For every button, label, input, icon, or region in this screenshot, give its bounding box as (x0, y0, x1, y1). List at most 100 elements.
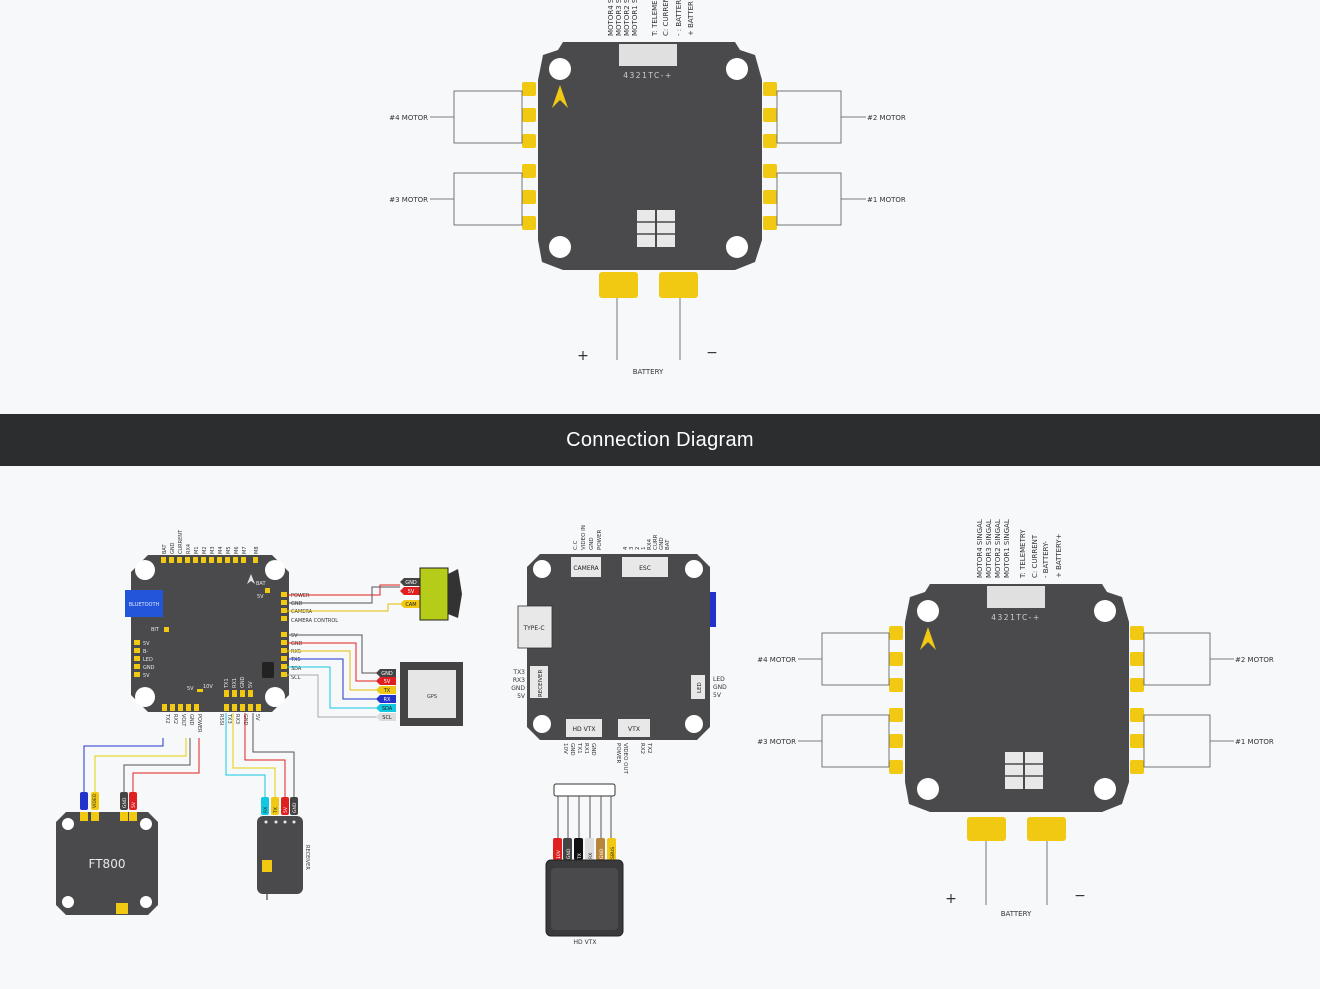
hd-esc-label: ESC (639, 565, 651, 572)
cam-tag: CAM (405, 602, 416, 608)
fc-right-pin: SCL (291, 675, 301, 681)
receiver-label: RECEIVER (304, 845, 310, 870)
motor-wire-bracket (453, 90, 523, 144)
fc-top-pin: M8 (254, 547, 260, 555)
mount-hole (135, 560, 155, 580)
fc-bottom-pin: 5V (254, 714, 260, 721)
flight-controller: BAT GND CURRENT RX4 M1 M2 M3 M4 M5 M6 M7… (56, 529, 463, 915)
esc-top-pin-label: MOTOR4 S (607, 0, 615, 36)
bluetooth-module (125, 590, 163, 617)
esc-bottom-board (905, 584, 1129, 812)
esc-bottom-connector (987, 586, 1045, 608)
section-banner: Connection Diagram (0, 414, 1320, 466)
hd-led-pin: GND (713, 684, 727, 691)
motor-pad (522, 134, 536, 148)
motor-pad (763, 216, 777, 230)
hd-top-pin: VIDEO IN (581, 525, 587, 550)
esc-top-pin-label: MOTOR2 S (623, 0, 631, 36)
fc-right-pin: GND (291, 641, 303, 647)
esc-top: MOTOR4 S MOTOR3 S MOTOR2 S MOTOR1 S T: T… (389, 0, 906, 376)
fc-top-pin: M5 (226, 547, 232, 555)
fc-bottom-pin: RX2 (172, 714, 178, 724)
hd-plug-pin: TX (577, 853, 583, 860)
motor-pad (763, 108, 777, 122)
fc-right-pin: RX5 (291, 649, 301, 655)
gps-label: GPS (427, 694, 437, 700)
fc-bottom-pin: POWER (196, 714, 202, 733)
battery-pad-minus (1027, 817, 1066, 841)
rx-pin: RX (263, 807, 269, 813)
hd-led-pin: 5V (713, 692, 722, 699)
hd-top-pin: 4 (623, 546, 629, 550)
hd-bottom-pin: RX1 (583, 743, 589, 754)
motor-wire-bracket (453, 172, 523, 226)
fc-board (131, 555, 289, 712)
battery-plus-sign: + (577, 348, 589, 364)
esc-top-pin-label: + BATTER (687, 1, 695, 36)
fc-top-pin: M1 (194, 547, 200, 555)
hd-bottom-pin: 10V (562, 743, 568, 754)
fc-uart-pin: 5V (248, 681, 254, 688)
fc-bottom-pin: TX3 (226, 713, 232, 724)
hd-plug-pin: RX (588, 853, 594, 859)
hd-bottom-pin: POWER (615, 743, 621, 764)
fc-left-pin: LED (143, 657, 153, 663)
hd-led-port (691, 675, 705, 699)
mount-hole (549, 236, 571, 258)
esc-bottom-pin-label: T: TELEMETRY (1019, 529, 1027, 579)
direction-arrow-icon (920, 627, 936, 650)
fc-right-pin: CAMERA CONTROL (291, 618, 338, 624)
ft800-board (56, 812, 158, 915)
hd-pcb (527, 554, 710, 740)
hd-esc-port (622, 557, 668, 577)
battery-plus-sign: + (945, 891, 957, 907)
motor4-label: #4 MOTOR (757, 656, 796, 664)
hd-vtx-module-label: HD VTX (574, 939, 597, 946)
fc-bit-label: BIT (151, 627, 160, 633)
esc-bottom: MOTOR4 SINGAL MOTOR3 SINGAL MOTOR2 SINGA… (757, 519, 1274, 918)
hd-top-pin: C.C (573, 540, 579, 550)
fc-top-pin: M2 (202, 547, 208, 555)
motor1-label: #1 MOTOR (867, 196, 906, 204)
battery-label: BATTERY (1001, 910, 1032, 918)
hd-bottom-pin: TX2 (646, 742, 652, 754)
mount-hole (726, 58, 748, 80)
fc-top-pin: GND (170, 542, 176, 554)
fc-top-pin: M4 (218, 547, 224, 555)
hd-led-pin: LED (713, 676, 725, 683)
hd-led-port-label: LED (697, 682, 703, 693)
gps-tag: SCL (382, 715, 392, 721)
fc-uart-pin: RX1 (232, 678, 238, 688)
hd-vtx-port-label: HD VTX (573, 726, 596, 733)
fc-right-pin: TX5 (290, 657, 301, 663)
fc-left-pin: 5V (143, 673, 150, 679)
gps-antenna (408, 670, 456, 718)
gps-tag: GND (381, 671, 393, 677)
fc-right-pin: GND (291, 601, 303, 607)
hd-camera-port (571, 557, 601, 577)
fc-arrow-icon (247, 574, 255, 584)
hd-bottom-pin: TX1 (576, 742, 582, 754)
fc-top-pin: RX4 (186, 544, 192, 554)
esc-top-pin-label: C: CURREN (662, 0, 670, 36)
vtx-port (618, 719, 650, 737)
vtx-port-label: VTX (628, 726, 640, 733)
hd-plug (553, 783, 616, 797)
fc-uart-pin: TX1 (224, 678, 230, 689)
fc-5v-label: 5V (257, 594, 264, 600)
motor-pad (522, 164, 536, 178)
hd-rx-pin: 5V (517, 693, 526, 700)
fc-10v-pad-label: 10V (203, 684, 213, 690)
motor2-label: #2 MOTOR (1235, 656, 1274, 664)
hd-top-pin: RX4 (647, 538, 653, 550)
hd-side-connector (710, 592, 716, 627)
fc-right-pin: CAMERA (291, 609, 313, 615)
motor-pad (763, 82, 777, 96)
fc-top-pin: M6 (234, 547, 240, 555)
gps-tag: TX (383, 688, 391, 694)
motor-pad (522, 216, 536, 230)
hd-top-pin: GND (589, 537, 595, 550)
vtx-pin: GND (122, 797, 128, 808)
hd-bottom-pin: GND (590, 743, 596, 756)
